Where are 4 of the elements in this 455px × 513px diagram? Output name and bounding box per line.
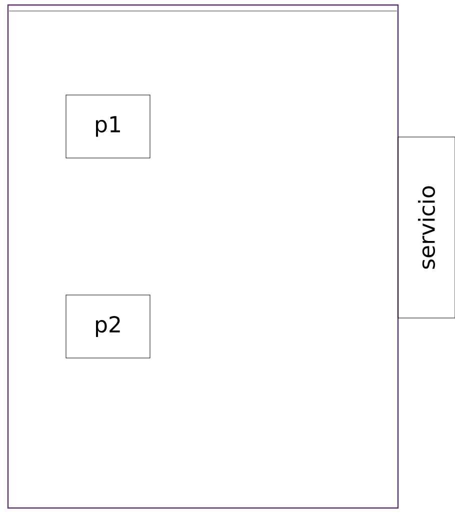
container-box — [7, 4, 399, 509]
service-tab: servicio — [398, 136, 455, 318]
process-box: p1 — [66, 94, 150, 158]
process-box: p2 — [66, 294, 150, 358]
